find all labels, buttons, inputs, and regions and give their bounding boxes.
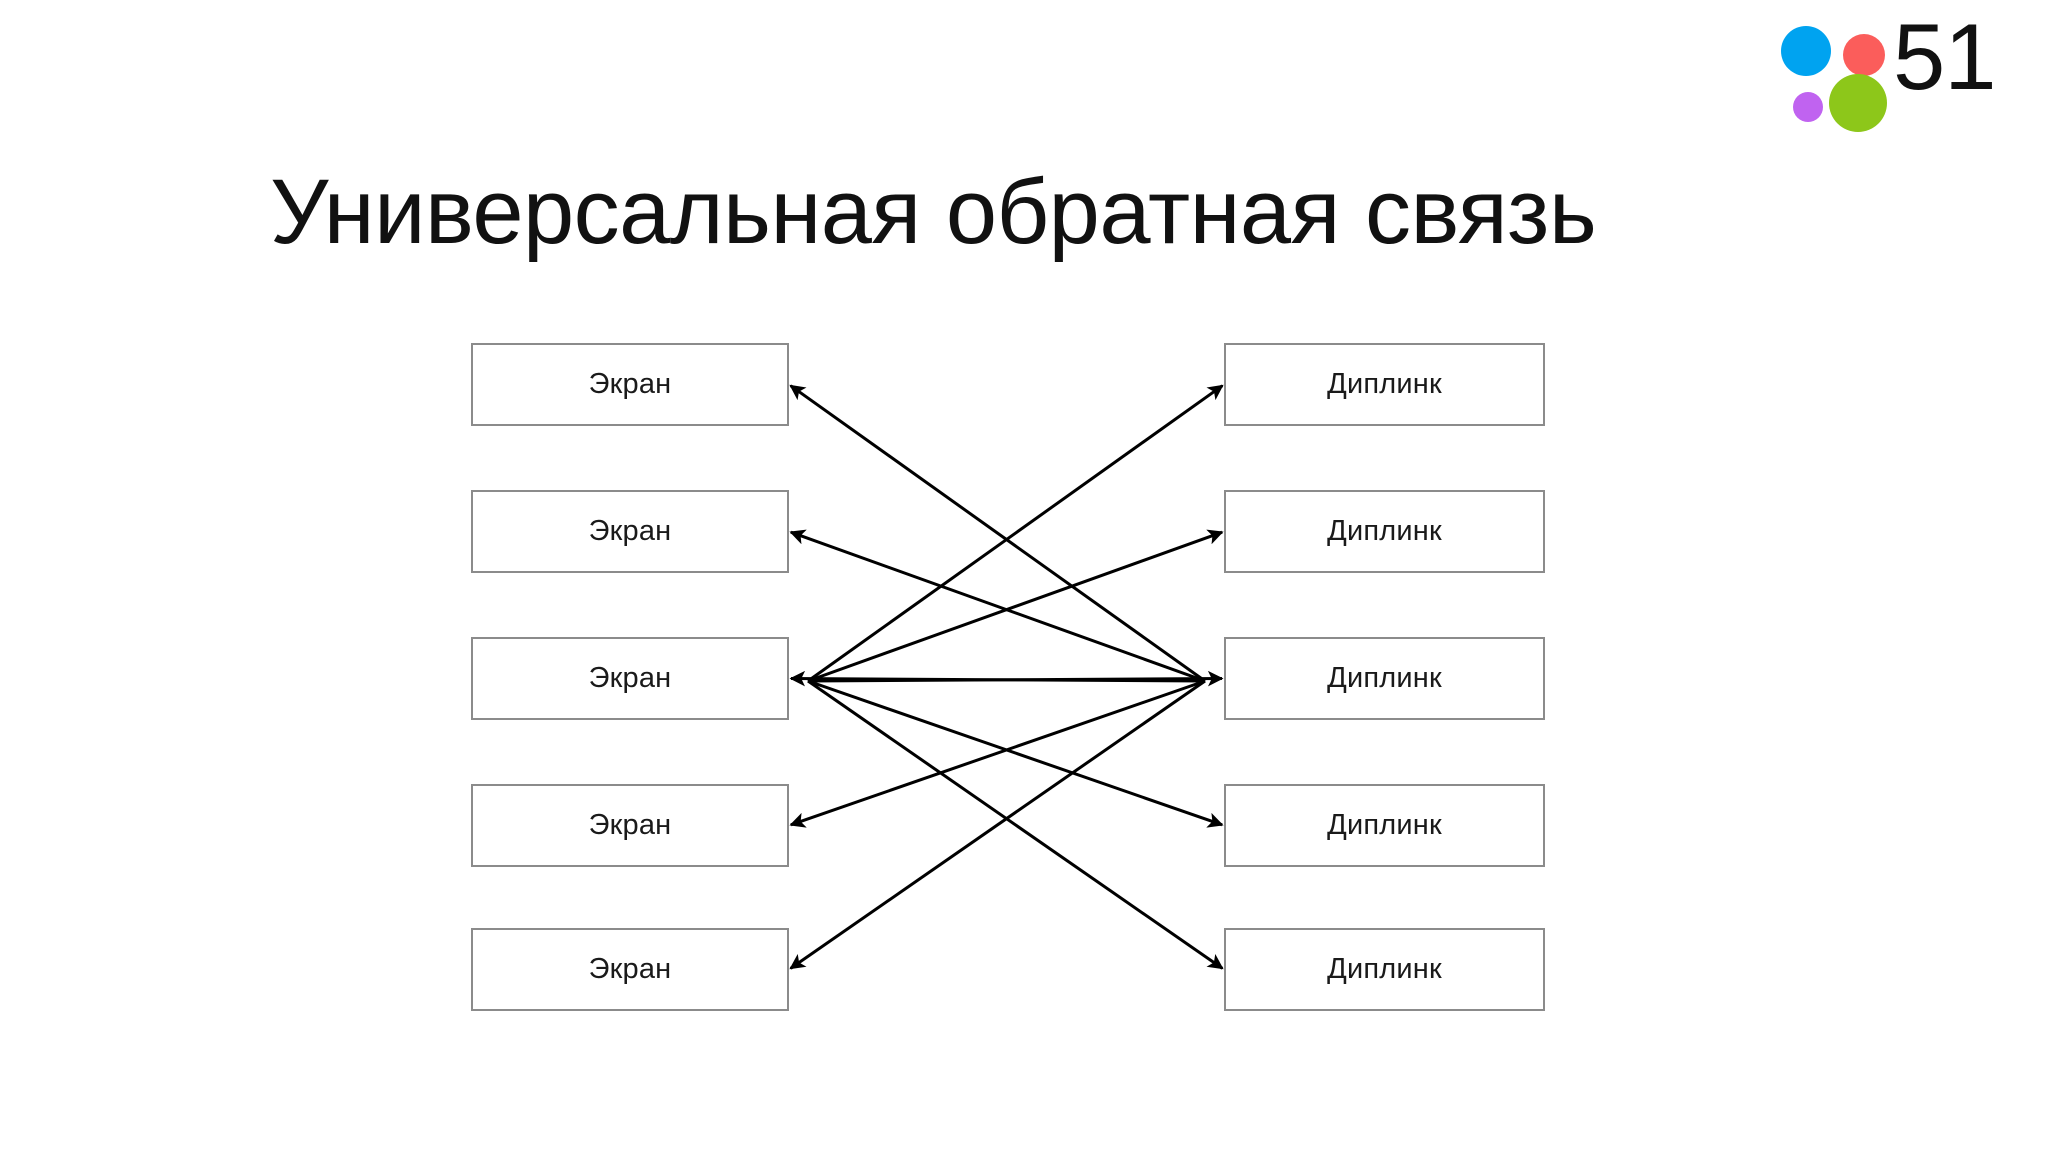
left-node-2-label: Экран xyxy=(588,515,672,547)
right-node-4-label: Диплинк xyxy=(1327,809,1442,841)
edge-left-hub-to-right-node-4 xyxy=(807,679,1224,828)
right-node-4[interactable]: Диплинк xyxy=(1224,784,1545,867)
edge-left-hub-to-right-node-3 xyxy=(807,670,1224,687)
left-node-2[interactable]: Экран xyxy=(471,490,789,573)
edges-left-to-right xyxy=(807,384,1224,970)
right-node-1[interactable]: Диплинк xyxy=(1224,343,1545,426)
left-node-4[interactable]: Экран xyxy=(471,784,789,867)
slide-number: 51 xyxy=(1893,4,1997,109)
left-node-4-label: Экран xyxy=(588,809,672,841)
edge-right-hub-to-left-node-1 xyxy=(789,384,1206,683)
purple-dot-icon xyxy=(1793,92,1823,122)
left-node-5[interactable]: Экран xyxy=(471,928,789,1011)
edge-right-hub-to-left-node-4 xyxy=(789,679,1206,828)
blue-dot-icon xyxy=(1781,26,1831,76)
red-dot-icon xyxy=(1843,34,1885,76)
edges-right-to-left xyxy=(789,384,1206,970)
page-title: Универсальная обратная связь xyxy=(270,160,1597,263)
right-node-5[interactable]: Диплинк xyxy=(1224,928,1545,1011)
right-node-5-label: Диплинк xyxy=(1327,953,1442,985)
edge-left-hub-to-right-node-2 xyxy=(807,529,1224,683)
left-node-1-label: Экран xyxy=(588,368,672,400)
right-node-1-label: Диплинк xyxy=(1327,368,1442,400)
right-node-3[interactable]: Диплинк xyxy=(1224,637,1545,720)
green-dot-icon xyxy=(1829,74,1887,132)
left-node-1[interactable]: Экран xyxy=(471,343,789,426)
edge-left-hub-to-right-node-5 xyxy=(807,679,1224,970)
51-logo xyxy=(1781,22,1889,132)
right-node-2-label: Диплинк xyxy=(1327,515,1442,547)
left-node-3-label: Экран xyxy=(588,662,672,694)
edge-right-hub-to-left-node-5 xyxy=(789,679,1206,970)
edge-right-hub-to-left-node-2 xyxy=(789,529,1206,683)
right-node-2[interactable]: Диплинк xyxy=(1224,490,1545,573)
edge-right-hub-to-left-node-3 xyxy=(789,670,1206,687)
edge-left-hub-to-right-node-1 xyxy=(807,384,1224,683)
left-node-3[interactable]: Экран xyxy=(471,637,789,720)
left-node-5-label: Экран xyxy=(588,953,672,985)
right-node-3-label: Диплинк xyxy=(1327,662,1442,694)
